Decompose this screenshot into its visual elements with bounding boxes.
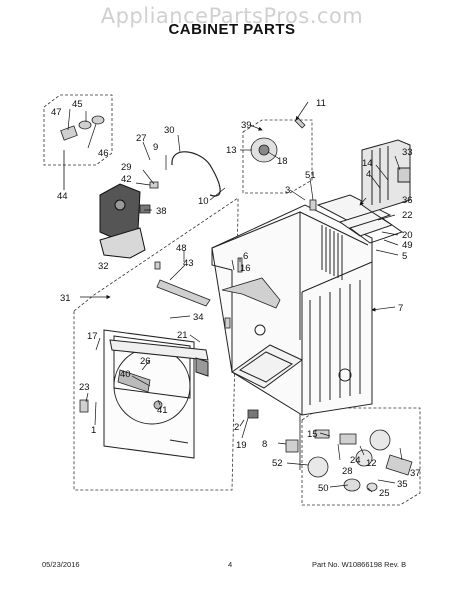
callout-39: 39 xyxy=(241,120,252,131)
callout-31: 31 xyxy=(60,293,71,304)
callout-4: 4 xyxy=(366,169,371,180)
callout-52: 52 xyxy=(272,458,283,469)
callout-5: 5 xyxy=(402,251,407,262)
callout-7: 7 xyxy=(398,303,403,314)
callout-27: 27 xyxy=(136,133,147,144)
page-title: CABINET PARTS xyxy=(168,21,296,38)
rear-bracket xyxy=(99,183,146,259)
callout-18: 18 xyxy=(277,156,288,167)
callout-33: 33 xyxy=(402,147,413,158)
callout-46: 46 xyxy=(98,148,109,159)
callout-23: 23 xyxy=(79,382,90,393)
callout-6: 6 xyxy=(243,251,248,262)
callout-35: 35 xyxy=(397,479,408,490)
cabinet xyxy=(211,204,373,416)
callout-36: 36 xyxy=(402,195,413,206)
callout-34: 34 xyxy=(193,312,204,323)
callout-49: 49 xyxy=(402,240,413,251)
callout-30: 30 xyxy=(164,125,175,136)
callouts: 45 47 46 44 27 30 9 29 42 38 10 32 48 43… xyxy=(51,98,421,499)
callout-11: 11 xyxy=(316,98,326,109)
door-hardware xyxy=(117,369,163,410)
callout-17: 17 xyxy=(87,331,98,342)
top-panel xyxy=(316,194,404,244)
group-box-front-panel xyxy=(73,197,239,491)
callout-26: 26 xyxy=(140,356,151,367)
watermark: AppliancePartsPros.com xyxy=(100,4,364,28)
callout-16: 16 xyxy=(240,263,251,274)
callout-19: 19 xyxy=(236,440,247,451)
callout-43: 43 xyxy=(183,258,194,269)
belt xyxy=(171,151,221,197)
callout-37: 37 xyxy=(410,468,421,479)
callout-12: 12 xyxy=(366,458,377,469)
callout-22: 22 xyxy=(402,210,413,221)
callout-51: 51 xyxy=(305,170,316,181)
callout-3: 3 xyxy=(285,185,290,196)
callout-29: 29 xyxy=(121,162,132,173)
callout-15: 15 xyxy=(307,429,318,440)
callout-28: 28 xyxy=(342,466,353,477)
callout-9: 9 xyxy=(153,142,158,153)
callout-25: 25 xyxy=(379,488,390,499)
footer-page-number: 4 xyxy=(228,560,233,569)
callout-32: 32 xyxy=(98,261,109,272)
front-panel xyxy=(103,329,209,459)
callout-50: 50 xyxy=(318,483,329,494)
callout-44: 44 xyxy=(57,191,68,202)
callout-2: 2 xyxy=(234,422,239,433)
small-parts xyxy=(60,115,413,492)
callout-24: 24 xyxy=(350,455,361,466)
callout-14: 14 xyxy=(362,158,373,169)
callout-21: 21 xyxy=(177,330,188,341)
callout-10: 10 xyxy=(198,196,209,207)
group-box-45-46-47 xyxy=(43,94,113,166)
callout-8: 8 xyxy=(262,439,267,450)
callout-13: 13 xyxy=(226,145,237,156)
callout-40: 40 xyxy=(120,369,131,380)
callout-1: 1 xyxy=(91,425,96,436)
callout-45: 45 xyxy=(72,99,83,110)
callout-41: 41 xyxy=(157,405,168,416)
callout-48: 48 xyxy=(176,243,187,254)
callout-38: 38 xyxy=(156,206,167,217)
callout-42: 42 xyxy=(121,174,132,185)
leader-lines xyxy=(67,101,403,493)
footer-part-number: Part No. W10866198 Rev. B xyxy=(312,560,407,569)
callout-47: 47 xyxy=(51,107,62,118)
callout-20: 20 xyxy=(402,230,413,241)
footer-date: 05/23/2016 xyxy=(42,560,80,569)
group-box-39 xyxy=(242,119,313,194)
